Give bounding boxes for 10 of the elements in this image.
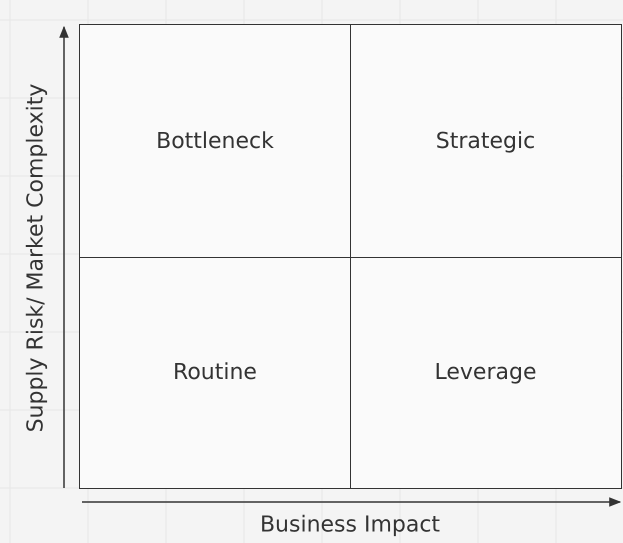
quadrant-label: Routine [173, 360, 257, 385]
quadrant-box [350, 24, 622, 258]
quadrant-box [79, 256, 351, 488]
quadrant-label: Leverage [434, 360, 536, 385]
x-axis-label: Business Impact [260, 512, 440, 538]
quadrant-box [350, 256, 622, 488]
quadrant-label: Strategic [436, 128, 536, 154]
y-axis-label: Supply Risk/ Market Complexity [24, 84, 48, 432]
quadrant-box [79, 24, 351, 258]
quadrant-label: Bottleneck [156, 128, 274, 154]
